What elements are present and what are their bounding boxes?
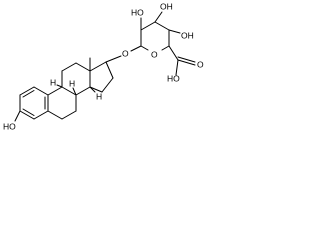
h9-label: H — [69, 78, 75, 88]
phenol-hydroxyl-label: HO — [3, 121, 16, 131]
h14-label: H — [96, 91, 102, 101]
sugar-hydroxyl-1-label: HO — [131, 7, 144, 17]
carboxylic-acid — [168, 45, 196, 76]
ring-a — [19, 86, 49, 120]
phenol-bond — [14, 110, 21, 122]
ring-d — [89, 61, 114, 93]
h8-label: H — [50, 77, 56, 87]
sugar-hydroxyl-2-label: OH — [160, 1, 173, 11]
sugar-hydroxyl-3-label: OH — [181, 30, 194, 40]
glucuronide-ring — [140, 21, 170, 51]
glycosidic-bond-1 — [105, 55, 122, 63]
ring-c — [61, 62, 91, 96]
sugar-oh3-bond — [168, 29, 181, 34]
acid-hydroxyl-label: HO — [167, 73, 180, 83]
ring-oxygen-label: O — [151, 49, 158, 59]
chemical-structure: HO H H H O — [0, 0, 233, 142]
acid-oxygen-label: O — [197, 59, 204, 69]
stereo-hydrogens: H H H — [50, 77, 102, 101]
glycosidic-bond-2 — [130, 45, 142, 52]
sugar-oh2-bond — [154, 11, 163, 23]
ring-b — [47, 86, 77, 120]
glycosidic-oxygen-label: O — [122, 48, 129, 58]
structure-drawing: HO H H H O — [3, 1, 204, 131]
